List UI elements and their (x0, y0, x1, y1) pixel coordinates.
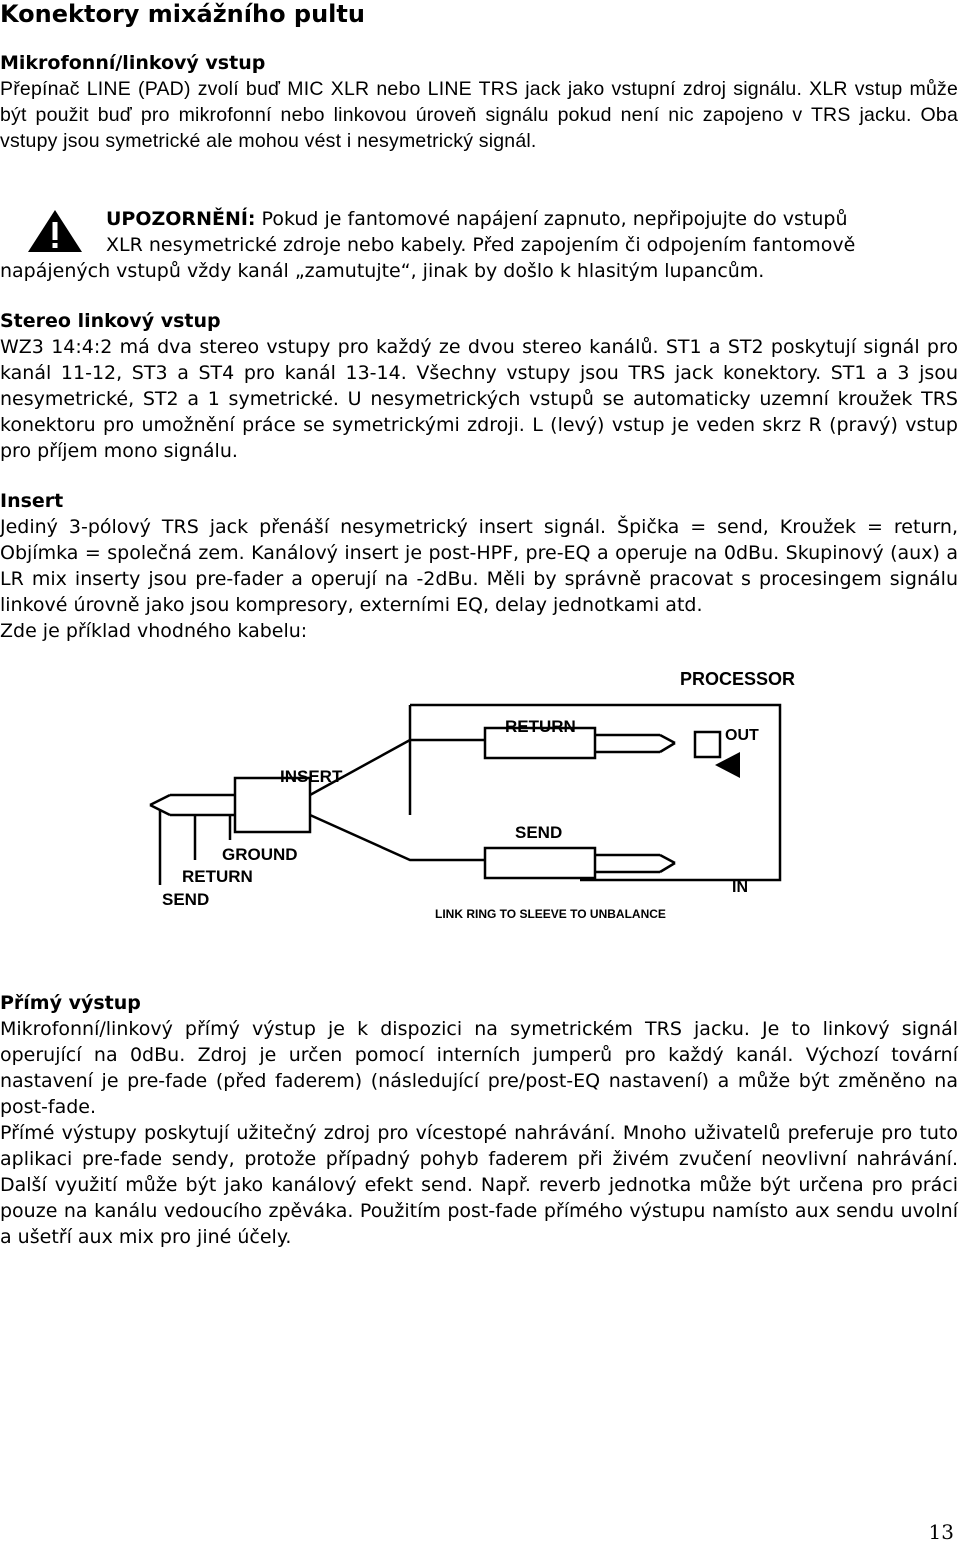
diagram-label-send-top: SEND (515, 823, 562, 842)
out-arrow-icon (715, 752, 740, 778)
warning-line-3: napájených vstupů vždy kanál „zamutujte“… (0, 260, 765, 282)
diagram-label-out: OUT (725, 727, 759, 744)
diagram-label-ground: GROUND (222, 845, 298, 864)
section-text-2: Přímé výstupy poskytují užitečný zdroj p… (0, 1122, 958, 1248)
warning-line-1: UPOZORNĚNÍ: Pokud je fantomové napájení … (106, 206, 848, 232)
section-heading: Stereo linkový vstup (0, 310, 221, 332)
warning-text-1: Pokud je fantomové napájení zapnuto, nep… (255, 208, 848, 230)
section-insert: Insert Jediný 3-pólový TRS jack přenáší … (0, 488, 958, 644)
warning-line-2: XLR nesymetrické zdroje nebo kabely. Pře… (106, 234, 856, 256)
diagram-label-send: SEND (162, 890, 209, 909)
wire-return (309, 738, 485, 797)
section-text: Přepínač LINE (PAD) zvolí buď MIC XLR ne… (0, 78, 958, 152)
diagram-note: LINK RING TO SLEEVE TO UNBALANCE (435, 907, 666, 921)
insert-cable-diagram: PROCESSOR OUT IN RETURN INSERT SEND GROU… (149, 669, 795, 921)
section-text-1: Mikrofonní/linkový přímý výstup je k dis… (0, 1018, 958, 1118)
diagram-label-insert: INSERT (280, 767, 343, 786)
return-plug-body (483, 726, 597, 760)
warning-triangle-icon (28, 210, 82, 252)
processor-outline (410, 703, 782, 882)
send-plug-body (483, 846, 597, 880)
diagram-label-in: IN (732, 879, 748, 896)
warning-label: UPOZORNĚNÍ: (106, 208, 256, 230)
section-example-text: Zde je příklad vhodného kabelu: (0, 620, 308, 642)
section-heading: Insert (0, 490, 64, 512)
page-title: Konektory mixážního pultu (0, 0, 365, 28)
page-number: 13 (928, 1520, 954, 1544)
section-text: WZ3 14:4:2 má dva stereo vstupy pro každ… (0, 336, 958, 462)
section-stereo-input: Stereo linkový vstup WZ3 14:4:2 má dva s… (0, 308, 958, 464)
insert-plug-body (233, 776, 312, 834)
section-heading: Mikrofonní/linkový vstup (0, 52, 266, 74)
section-text: Jediný 3-pólový TRS jack přenáší nesymet… (0, 516, 958, 616)
section-mic-line-input: Mikrofonní/linkový vstup Přepínač LINE (… (0, 50, 958, 154)
diagram-label-processor: PROCESSOR (680, 669, 795, 689)
diagram-label-return: RETURN (182, 867, 253, 886)
wire-send (309, 813, 485, 862)
section-direct-output: Přímý výstup Mikrofonní/linkový přímý vý… (0, 990, 958, 1250)
diagram-label-return-top: RETURN (505, 717, 576, 736)
section-heading: Přímý výstup (0, 992, 141, 1014)
